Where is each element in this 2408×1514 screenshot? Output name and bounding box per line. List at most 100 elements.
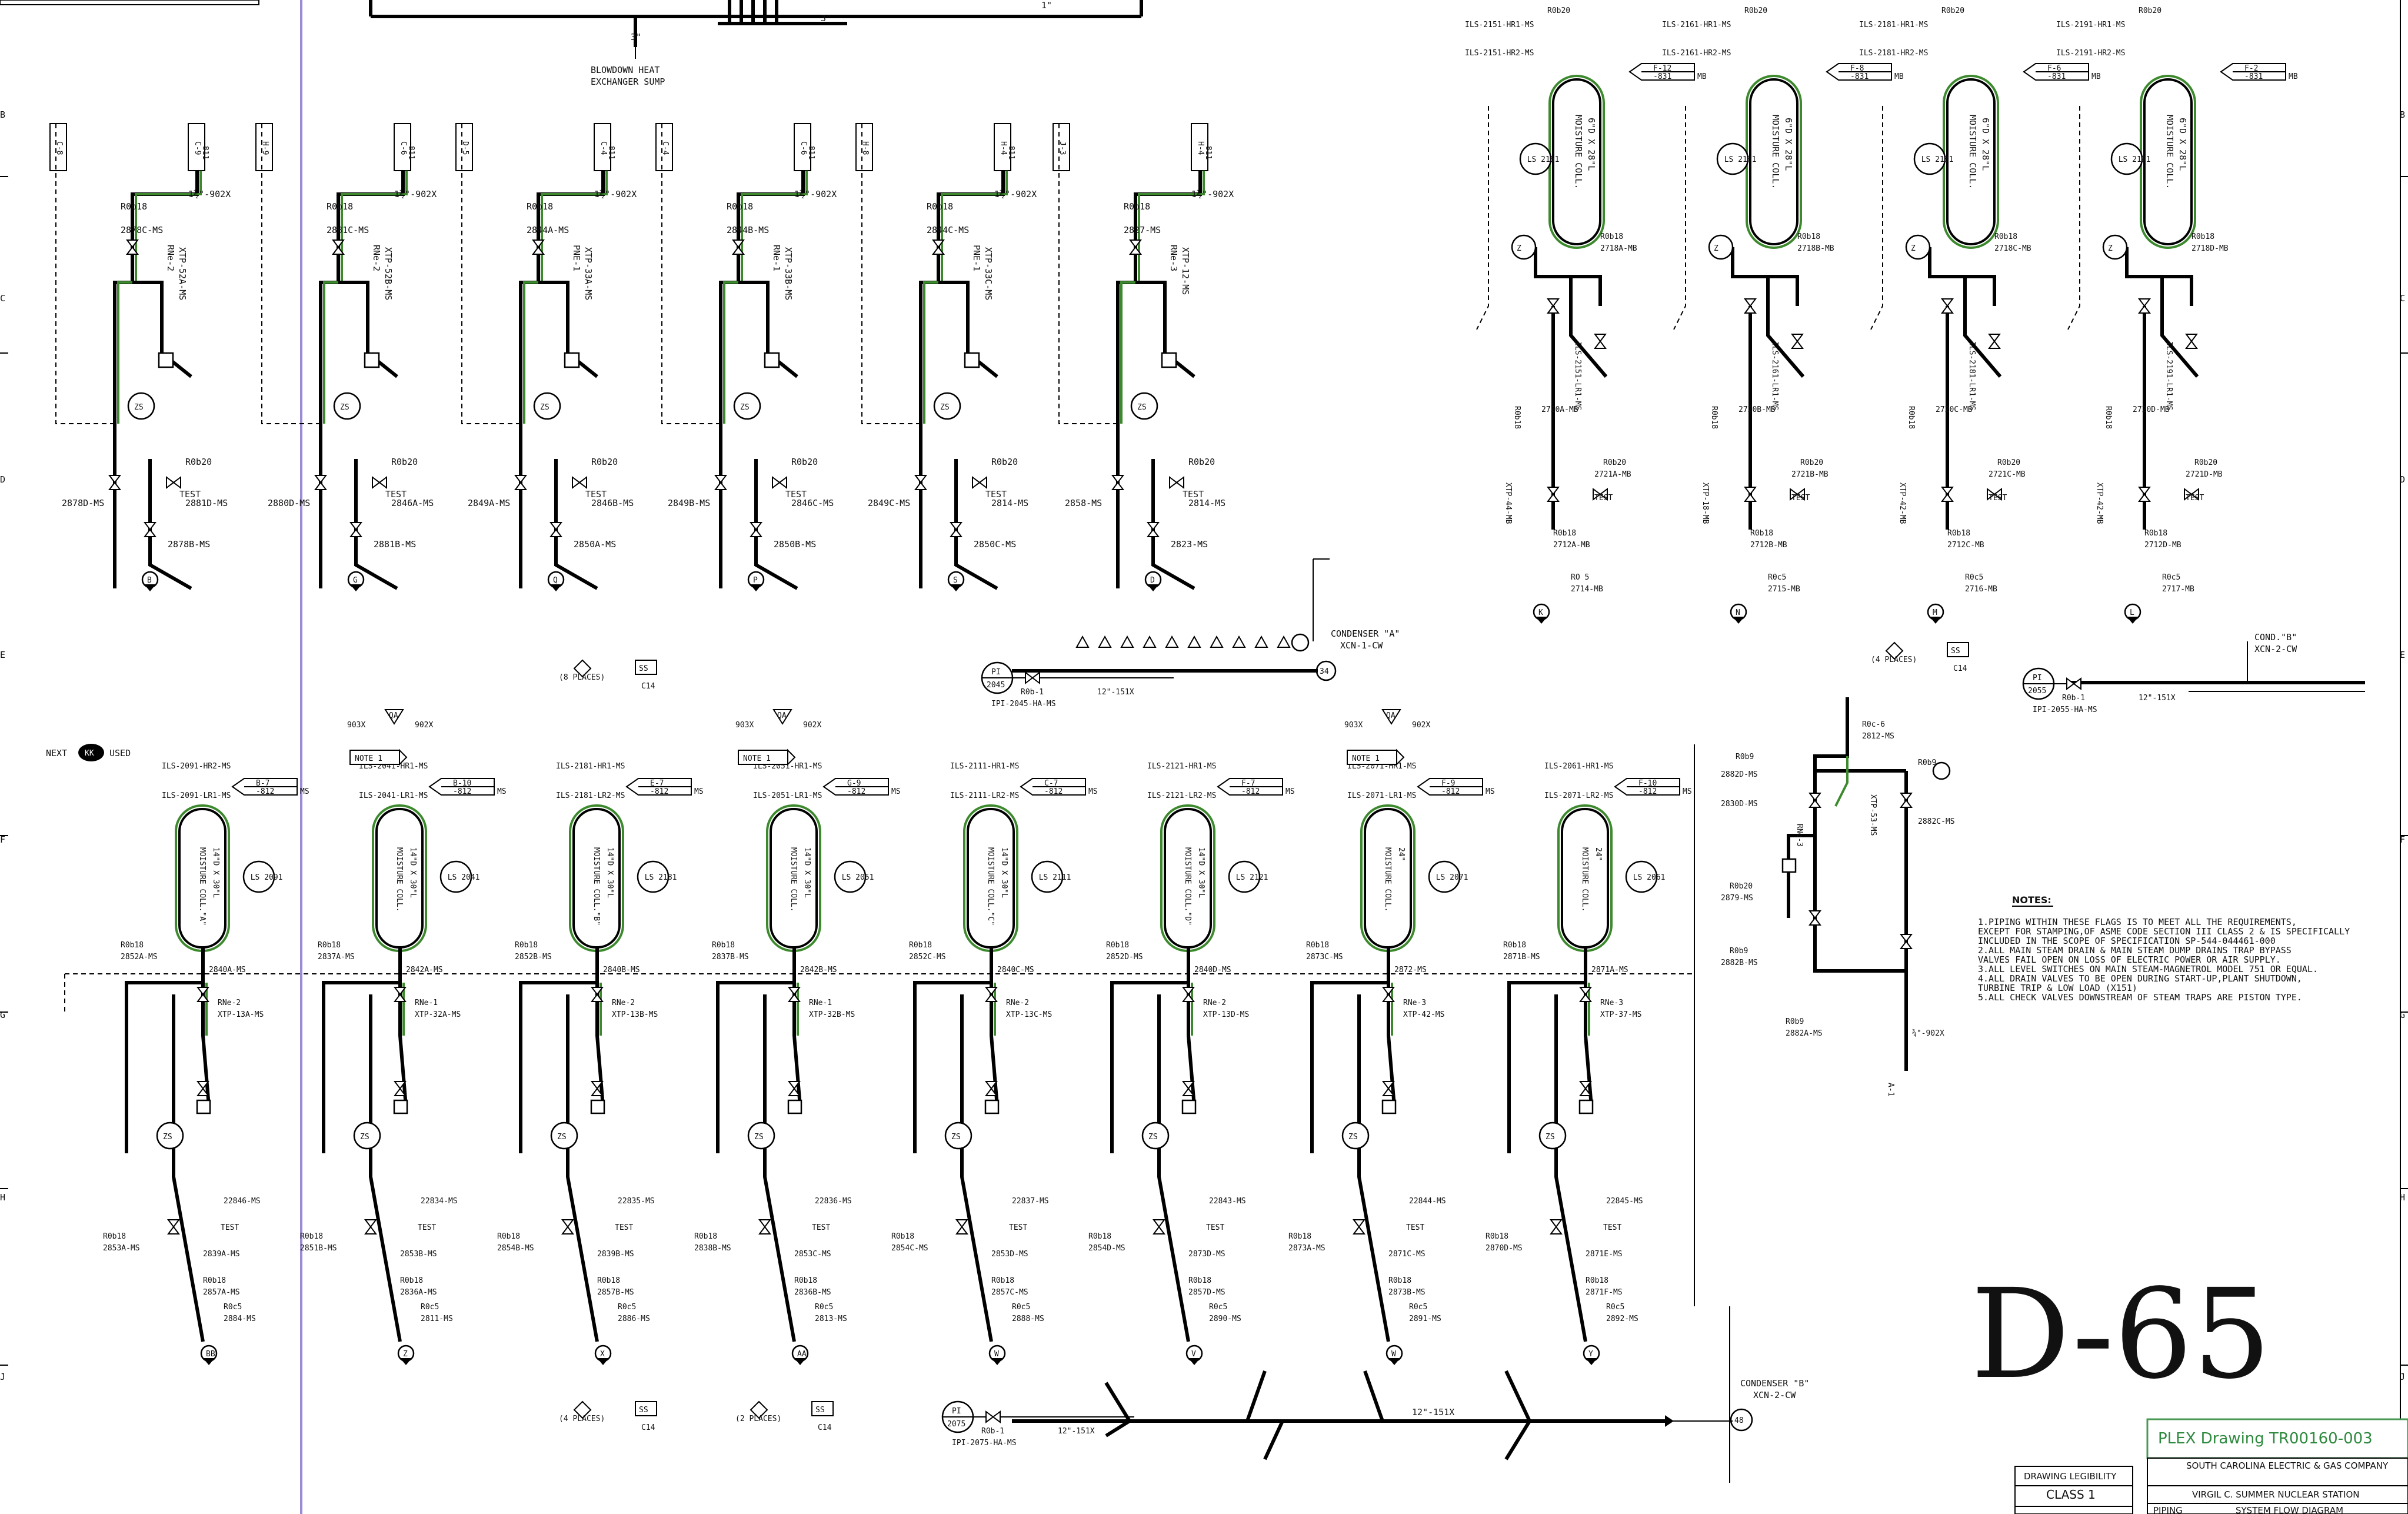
pipe-id: 2878B-MS [168,539,210,550]
zone-letter: C [2400,293,2405,304]
gate-valve-icon [196,987,209,1002]
level-switch: LS 2041 [439,860,479,893]
ils-label: ILS-2181-HR1-MS [1859,21,1928,29]
gate-valve-icon [394,987,407,1002]
upper-moisture-collectors: ILS-2151-HR1-MSILS-2151-HR2-MSR0b20MOIST… [1465,6,2298,624]
tank-id: C-4 [599,141,608,155]
vessel-label: MOISTURE COLL. [395,847,404,912]
blowdown-label-1: BLOWDOWN HEAT [591,65,660,75]
pipe-id: 2852A-MS [121,953,158,961]
test-label: TEST [1406,1223,1424,1232]
orifice-label: R0b18 [203,1276,226,1285]
pipe-id: 2844A-MS [527,225,569,235]
pipe-id: 2884-MS [224,1315,256,1323]
notes-block: NOTES: 1.PIPING WITHIN THESE FLAGS IS TO… [1978,894,2350,1003]
zs-switch [944,1122,972,1150]
zone-letter: H [0,1192,5,1203]
gate-valve-icon [394,1081,407,1096]
gate-valve-icon [714,475,727,490]
flag-id: B-10 [453,779,471,788]
zone-letter: D [2400,474,2405,485]
note-line: INCLUDED IN THE SCOPE OF SPECIFICATION S… [1978,936,2276,946]
pipe-id: 2854B-MS [497,1244,534,1253]
zone-letter: D [0,474,5,485]
orifice-label: R0b18 [891,1232,914,1241]
zs-label: ZS [754,1133,764,1142]
rne-label: RNe-3 [1600,999,1623,1007]
pipe-id: 2888-MS [1012,1315,1044,1323]
ils-label: ILS-2191-LR1-MS [2164,341,2173,410]
inlet-valve-icon [1120,635,1134,648]
handwritten-sheet-number: D-65 [1971,1262,2271,1406]
test-label: TEST [1183,489,1204,500]
title-block: PLEX Drawing TR00160-003 SOUTH CAROLINA … [2014,1418,2408,1514]
rne-label: RNe-1 [771,245,782,271]
vessel-label: MOISTURE COLL."C" [986,847,995,926]
flag-id: E-7 [650,779,664,788]
zs-switch [747,1122,775,1150]
test-label: TEST [385,489,407,500]
vessel-label: MOISTURE COLL."B" [592,847,601,926]
gate-valve-icon [1791,334,1804,349]
pi-number: 2075 [947,1420,965,1429]
zs-label: ZS [1546,1133,1555,1142]
ils-label: ILS-2151-HR1-MS [1465,21,1534,29]
zs-switch [733,392,761,420]
tank-id: C-8 [55,141,64,155]
pipe-id: 2852C-MS [909,953,946,961]
note-line: 1.PIPING WITHIN THESE FLAGS IS TO MEET A… [1978,917,2297,927]
connector-tag: S [947,571,965,591]
used-label: USED [109,748,131,758]
ss-label: SS [815,1406,825,1415]
orifice-label: R0b18 [1586,1276,1608,1285]
tank-flag [394,123,411,171]
flag-id: C-7 [1044,779,1058,788]
gate-valve-icon [788,987,801,1002]
ils-label: ILS-2181-LR2-MS [556,791,625,800]
zs-label: ZS [134,403,144,412]
line-code: 903X [1344,721,1363,730]
tank-tag: -811 [1007,141,1015,159]
trap-icon [590,1099,605,1114]
ils-label: ILS-2071-LR2-MS [1544,791,1613,800]
bubble-label: LS 2161 [1724,155,1757,164]
flag-tag: -812 [847,787,865,796]
flag-tag: -831 [1653,72,1671,81]
c14-label: C14 [1953,664,1967,673]
pipe-id: 2880D-MS [268,498,310,508]
orifice-label: R0b-1 [2062,694,2085,703]
condenser-a: CONDENSER "A" XCN-1-CW 34 [1291,628,1400,681]
zs-label: ZS [1148,1133,1158,1142]
condenser-b-tag: XCN-2-CW [1753,1390,1796,1400]
connector-label: W [1391,1350,1396,1359]
tank-id: H-4 [1196,141,1205,155]
xtp-label: XTP-52A-MS [177,247,188,300]
pipe-id: 2873B-MS [1388,1288,1426,1297]
pipe-id: 2714-MB [1571,585,1603,594]
test-label: TEST [179,489,201,500]
zs-switch [933,392,961,420]
flag-ms: MS [1088,787,1098,796]
class-label: CLASS 1 [2046,1488,2096,1502]
pi-tag: PI [2033,674,2042,683]
bubble-label: LS 2151 [1527,155,1560,164]
gate-valve-icon [549,522,562,537]
tank-flag [455,123,473,171]
pipe-id: 2857B-MS [597,1288,634,1297]
gate-valve-icon [788,1081,801,1096]
zs-label: ZS [951,1133,961,1142]
orifice-label: R0b18 [1124,201,1150,212]
bubble-label: LS 2111 [1039,873,1071,882]
pipe-id: 2852B-MS [515,953,552,961]
